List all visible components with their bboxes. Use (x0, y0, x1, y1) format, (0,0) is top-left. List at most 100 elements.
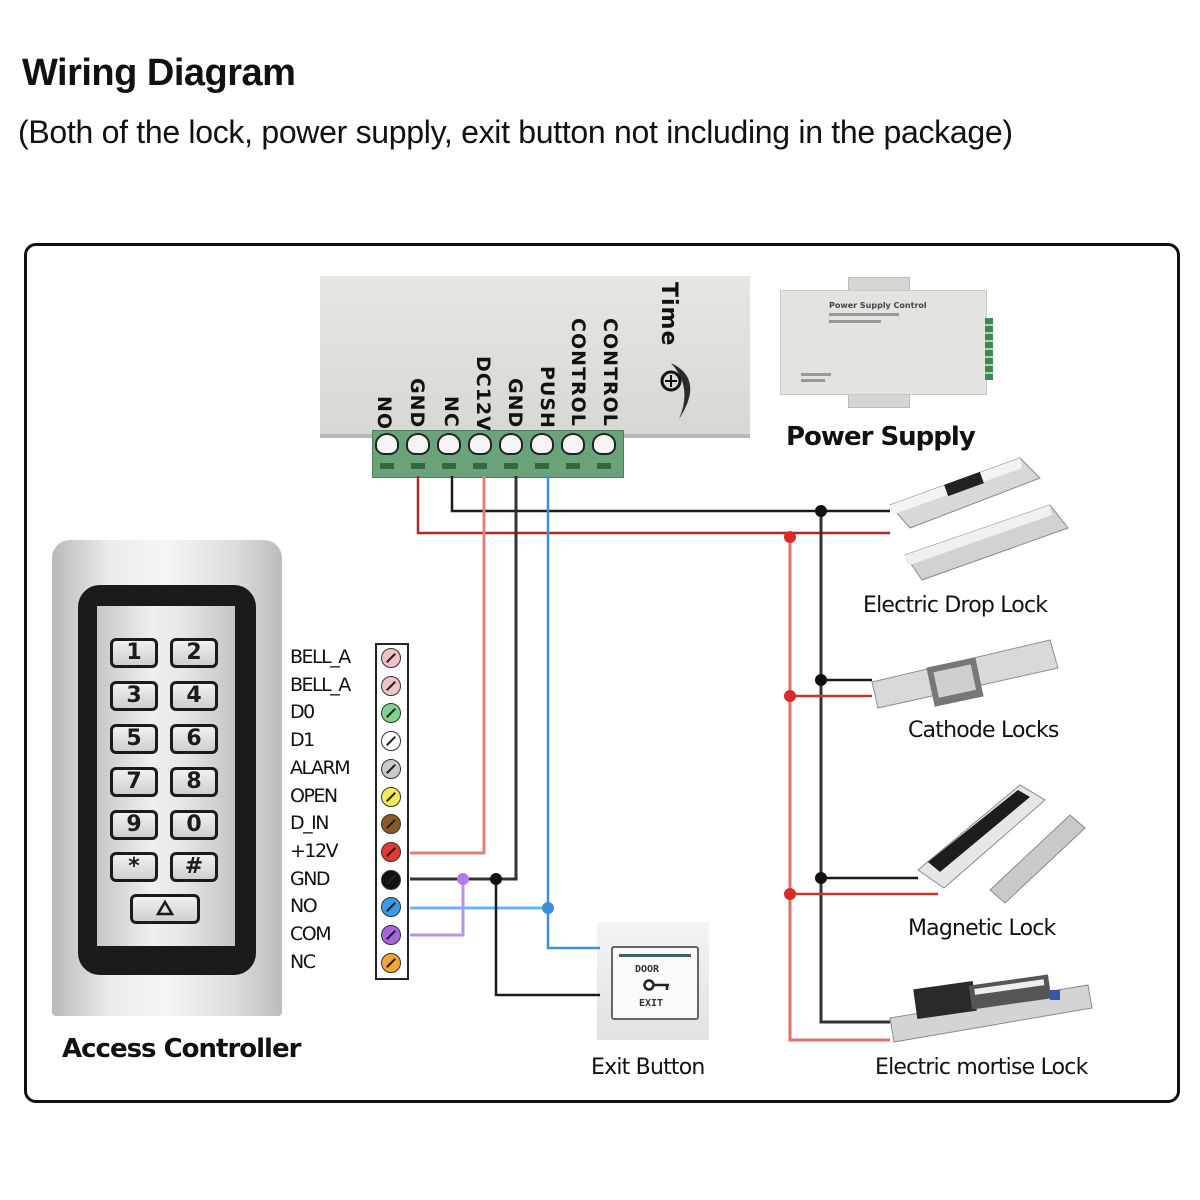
diagram-frame (24, 243, 1180, 1103)
terminal-label: BELL_A (290, 646, 351, 668)
electric-drop-lock-image (889, 457, 1069, 581)
screw-terminal (375, 433, 399, 455)
power-supply-label: Power Supply (786, 422, 976, 452)
key-2[interactable]: 2 (170, 638, 218, 668)
lock-label-electric-drop: Electric Drop Lock (863, 593, 1048, 618)
controller-terminal-strip (375, 643, 409, 980)
timer-terminal-block (372, 430, 624, 478)
bell-icon (155, 899, 175, 916)
key-8[interactable]: 8 (170, 767, 218, 797)
rail-red (788, 537, 890, 1042)
access-controller-label: Access Controller (62, 1034, 301, 1064)
key-6[interactable]: 6 (170, 724, 218, 754)
junction-dot (815, 872, 827, 884)
psu-panel-title: Power Supply Control (829, 301, 927, 310)
wire-black-main (450, 476, 890, 513)
electric-mortise-lock-image (889, 974, 1093, 1043)
exit-button-label: Exit Button (591, 1055, 705, 1080)
key-3[interactable]: 3 (110, 681, 158, 711)
junction-dot (815, 505, 827, 517)
terminal-label: OPEN (290, 784, 338, 807)
terminal-screw-icon (381, 897, 401, 918)
screw-terminal (406, 433, 430, 455)
terminal-screw-icon (381, 841, 401, 862)
terminal-label: D_IN (290, 812, 329, 835)
key-star[interactable]: * (110, 852, 158, 882)
wire-dc12v (410, 476, 486, 855)
timer-terminal-label-push: PUSH (536, 366, 558, 429)
power-supply-unit: Power Supply Control (780, 290, 987, 395)
key-hash[interactable]: # (170, 852, 218, 882)
key-7[interactable]: 7 (110, 767, 158, 797)
terminal-label: D0 (290, 701, 315, 724)
timer-brand-label: Time (656, 282, 681, 347)
terminal-screw-icon (381, 814, 401, 835)
key-icon (643, 979, 669, 991)
wire-gnd (410, 476, 518, 881)
cathode-lock-image (871, 639, 1059, 709)
terminal-label: BELL_A (290, 673, 351, 696)
key-5[interactable]: 5 (110, 724, 158, 754)
rail-black (819, 511, 890, 1024)
terminal-label: +12V (290, 839, 339, 862)
timer-terminal-label-nc: NC (440, 396, 462, 428)
terminal-label: GND (290, 867, 331, 890)
exit-button-face[interactable]: DOOR EXIT (611, 946, 699, 1020)
key-9[interactable]: 9 (110, 810, 158, 840)
psu-terminal-block (985, 318, 993, 380)
terminal-screw-icon (381, 648, 401, 668)
junction-dot (784, 531, 796, 543)
exit-face-bottom-text: EXIT (639, 998, 664, 1009)
terminal-label: D1 (290, 729, 315, 752)
wire-com (410, 879, 465, 937)
terminal-label: NC (290, 950, 316, 973)
terminal-screw-icon (381, 703, 401, 724)
junction-dot (784, 888, 796, 900)
junction-dot (815, 674, 827, 686)
timer-logo-icon (660, 363, 691, 419)
terminal-screw-icon (381, 731, 401, 752)
timer-terminal-label-gnd: GND (406, 378, 428, 429)
wire-gnd-exit (494, 879, 600, 997)
junction-dot (784, 690, 796, 702)
lock-label-cathode: Cathode Locks (908, 718, 1059, 743)
terminal-screw-icon (381, 869, 401, 890)
junction-dot (457, 873, 469, 885)
timer-controller: Time (320, 276, 750, 438)
lock-label-electric-mortise: Electric mortise Lock (875, 1055, 1088, 1080)
key-1[interactable]: 1 (110, 638, 158, 668)
junction-dot (490, 873, 502, 885)
terminal-screw-icon (381, 675, 401, 696)
key-0[interactable]: 0 (170, 810, 218, 840)
timer-terminal-label-control1: CONTROL (567, 318, 589, 427)
junction-dot (542, 902, 554, 914)
screw-terminal (499, 433, 523, 455)
terminal-screw-icon (381, 786, 401, 807)
screw-terminal (561, 433, 585, 455)
terminal-label: NO (290, 895, 318, 918)
terminal-label: ALARM (290, 756, 351, 779)
screw-terminal (468, 433, 492, 455)
page-title: Wiring Diagram (22, 52, 296, 94)
timer-terminal-label-gnd2: GND (504, 378, 526, 429)
bell-key[interactable] (130, 894, 200, 924)
timer-terminal-label-dc12v: DC12V (472, 356, 494, 432)
timer-terminal-label-no: NO (373, 396, 395, 431)
wire-push (546, 476, 600, 950)
page-subtitle: (Both of the lock, power supply, exit bu… (18, 114, 1013, 150)
exit-face-top-text: DOOR (635, 964, 660, 975)
screw-terminal (592, 433, 616, 455)
magnetic-lock-image (917, 784, 1086, 904)
terminal-screw-icon (381, 758, 401, 779)
wire-red-main (416, 476, 890, 535)
timer-terminal-label-control2: CONTROL (599, 318, 621, 427)
key-4[interactable]: 4 (170, 681, 218, 711)
terminal-screw-icon (381, 952, 401, 973)
terminal-label: COM (290, 923, 332, 945)
terminal-screw-icon (381, 925, 401, 945)
screw-terminal (437, 433, 461, 455)
screw-terminal (530, 433, 554, 455)
lock-label-magnetic: Magnetic Lock (908, 916, 1056, 941)
